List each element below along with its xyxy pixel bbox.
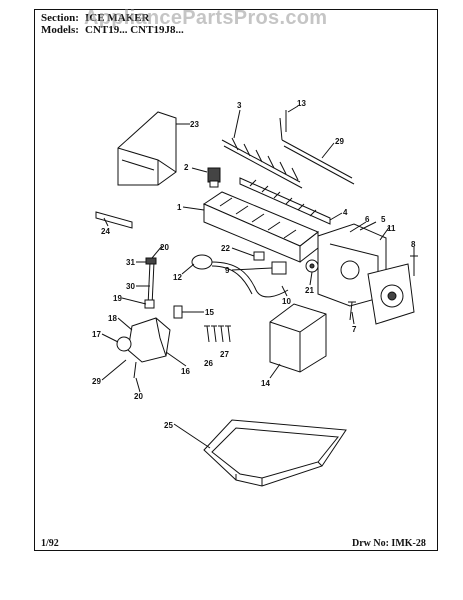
callout-17: 17 [92,330,101,339]
part-29-rod[interactable] [281,139,355,185]
part-20-inlet[interactable] [133,361,137,379]
callout-20b: 20 [134,392,143,401]
callout-11: 11 [387,224,396,233]
callout-8: 8 [411,240,416,249]
callout-27: 27 [220,350,229,359]
callout-21: 21 [305,286,314,295]
callout-15: 15 [205,308,214,317]
callout-29b: 29 [92,377,101,386]
callout-6: 6 [365,215,370,224]
callout-19: 19 [113,294,122,303]
section-value: ICE MAKER [85,12,150,24]
callout-10: 10 [282,297,291,306]
callout-22: 22 [221,244,230,253]
part-25-ice-bin[interactable] [203,419,347,487]
part-9-switch[interactable] [271,261,287,275]
callout-25: 25 [164,421,173,430]
models-header: Models: CNT19... CNT19J8... [41,24,184,36]
part-31-clamp[interactable] [145,257,157,265]
part-26-screws[interactable] [204,325,217,343]
models-label: Models: [41,24,79,36]
callout-1: 1 [177,203,182,212]
callout-7: 7 [352,325,357,334]
part-27-screws[interactable] [218,325,231,343]
part-24-fill-cup[interactable] [95,211,133,229]
part-4-stripper[interactable] [239,177,331,225]
models-value: CNT19... CNT19J8... [85,24,184,36]
callout-18: 18 [108,314,117,323]
callout-30: 30 [126,282,135,291]
callout-29a: 29 [335,137,344,146]
callout-24: 24 [101,227,110,236]
part-1-ice-mold[interactable] [202,191,319,263]
callout-4: 4 [343,208,348,217]
part-3-ejector[interactable] [221,137,303,189]
part-16-water-valve[interactable] [116,317,171,363]
part-14-cover[interactable] [269,303,327,373]
callout-14: 14 [261,379,270,388]
part-22-cap[interactable] [253,251,265,261]
callout-9: 9 [225,266,230,275]
leader-lines [101,105,415,449]
callout-12: 12 [173,273,182,282]
callout-23: 23 [190,120,199,129]
part-15-fitting[interactable] [173,305,183,319]
callout-2: 2 [184,163,189,172]
footer-drawing-number: Drw No: IMK-28 [352,538,426,549]
callout-13: 13 [297,99,306,108]
part-8-screw[interactable] [410,255,418,276]
part-21-gear[interactable] [305,259,319,273]
callout-20a: 20 [160,243,169,252]
diagram-frame [34,9,438,551]
part-19-nut[interactable] [144,299,155,309]
part-11-mounting-plate[interactable] [367,263,415,325]
callout-31: 31 [126,258,135,267]
part-13-bracket[interactable] [279,110,287,141]
part-7-screw[interactable] [348,301,356,321]
callout-3: 3 [237,101,242,110]
part-23-shroud[interactable] [117,111,177,186]
part-12-wiring-harness[interactable] [191,254,289,298]
callout-5: 5 [381,215,386,224]
footer-date: 1/92 [41,538,59,549]
section-label: Section: [41,12,79,24]
callout-labels: 23 3 13 29 2 1 4 6 5 11 8 22 9 10 21 12 … [92,99,416,430]
watermark: AppliancePartsPros.com [84,7,328,29]
part-2-thermostat[interactable] [207,167,221,188]
part-30-fill-tube[interactable] [147,261,155,307]
callout-16: 16 [181,367,190,376]
section-header: Section: ICE MAKER [41,12,149,24]
callout-26: 26 [204,359,213,368]
